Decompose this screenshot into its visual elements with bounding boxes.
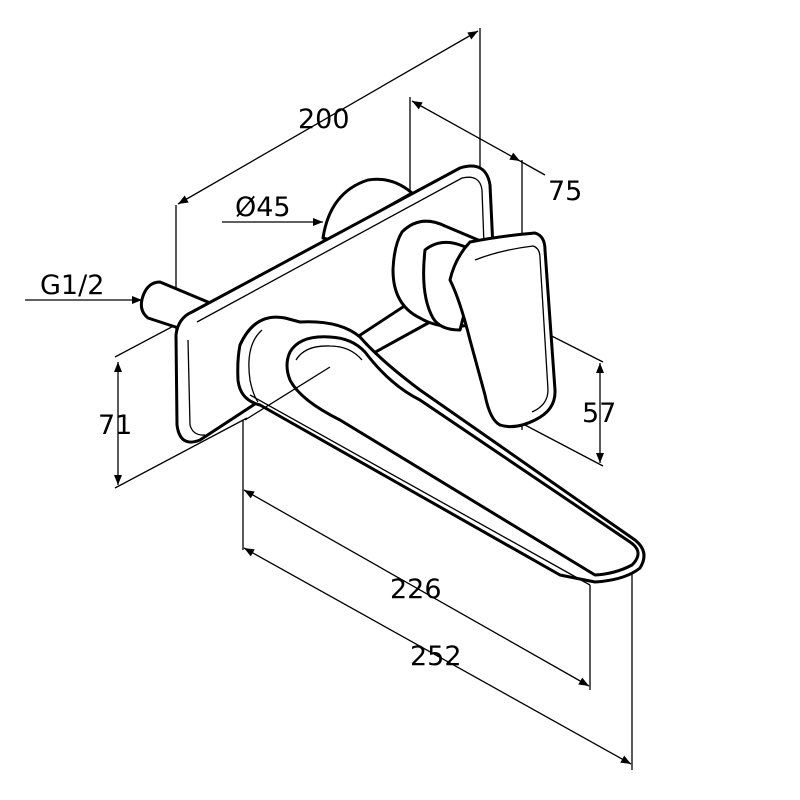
mixer-handle <box>391 219 557 429</box>
label-g12: G1/2 <box>40 270 104 301</box>
rosette-disc <box>321 177 414 242</box>
label-200: 200 <box>298 104 350 135</box>
label-diameter-45: Ø45 <box>235 192 291 223</box>
label-226: 226 <box>390 574 442 605</box>
body-edge <box>368 320 432 357</box>
spout <box>236 315 646 586</box>
label-57: 57 <box>582 398 616 429</box>
dimension-252 <box>243 547 633 770</box>
label-75: 75 <box>548 176 582 207</box>
label-252: 252 <box>410 641 462 672</box>
label-71: 71 <box>98 410 132 441</box>
